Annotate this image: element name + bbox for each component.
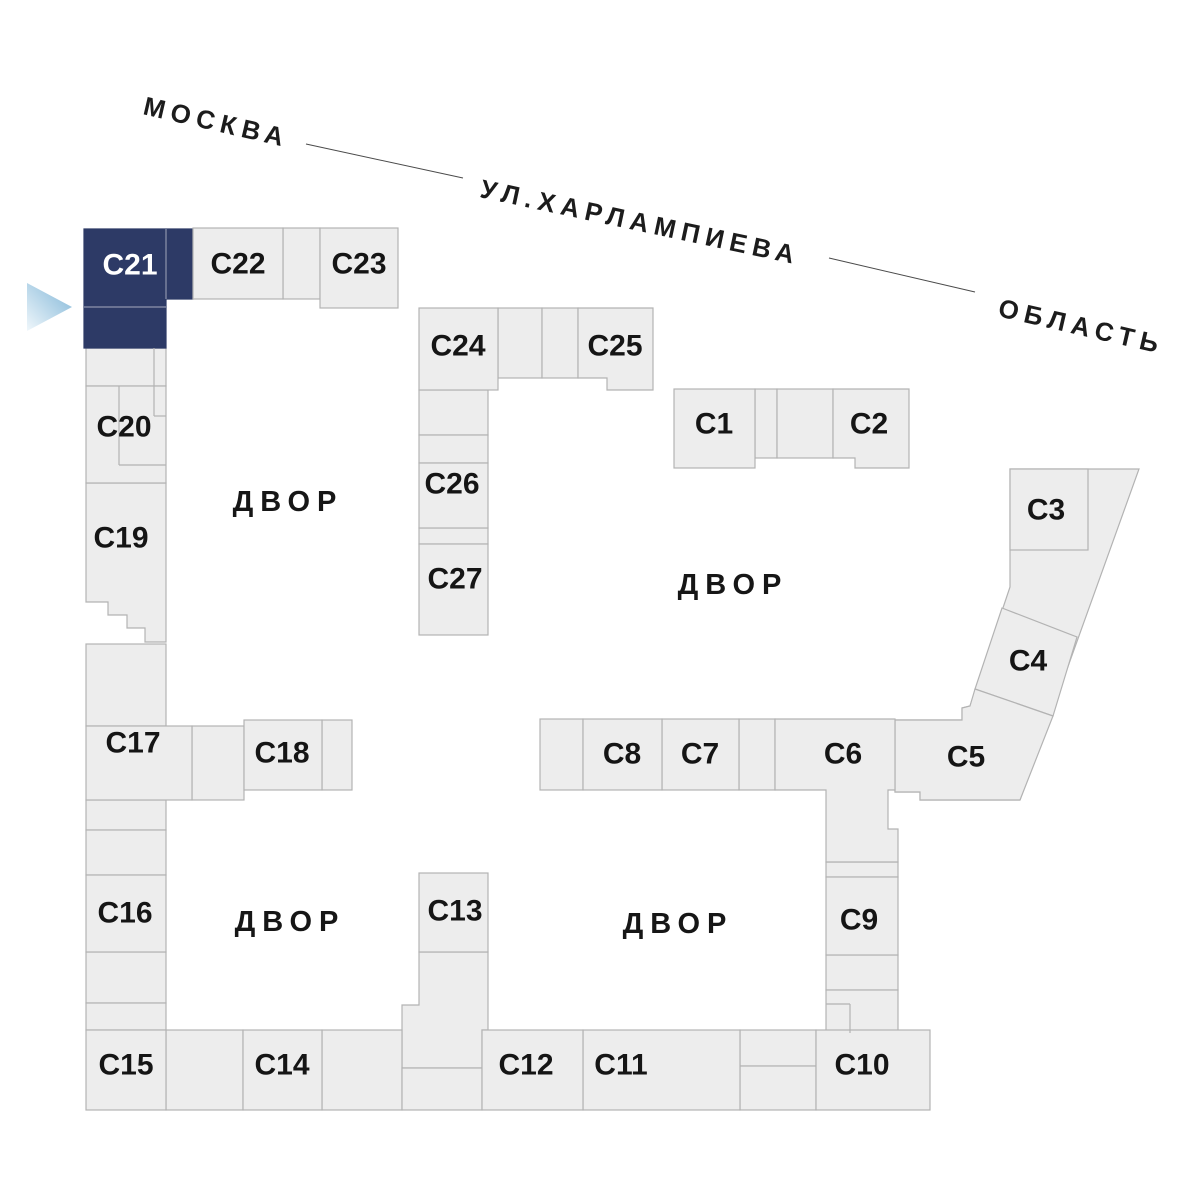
building-c27-shape[interactable]: [418, 543, 489, 636]
building-c15-shape[interactable]: [85, 1029, 167, 1111]
building-segment: [282, 227, 321, 300]
street-line: [828, 257, 976, 293]
building-segment: [85, 829, 167, 876]
building-segment: [825, 954, 899, 991]
c13-column: [401, 951, 489, 1069]
building-segment: [825, 989, 899, 1034]
building-c26-shape[interactable]: [418, 462, 489, 529]
building-c20-shape[interactable]: [85, 385, 167, 484]
layer-segments: [85, 227, 899, 1111]
building-c22-shape[interactable]: [192, 227, 284, 300]
building-c2-shape[interactable]: [832, 388, 910, 469]
building-segment: [754, 388, 778, 459]
building-c7-shape[interactable]: [661, 718, 740, 791]
courtyard-label-2: ДВОР: [678, 569, 789, 601]
building-c24-shape[interactable]: [418, 307, 499, 391]
layer-courtyards: ДВОР ДВОР ДВОР ДВОР: [233, 486, 789, 940]
selected-building-arrow-icon: [27, 283, 72, 331]
layer-dividers: [84, 229, 851, 1033]
building-segment: [191, 725, 245, 801]
building-segment: [539, 718, 584, 791]
building-c19-shape[interactable]: [85, 482, 167, 643]
building-c9-shape[interactable]: [825, 876, 899, 956]
building-c16-shape[interactable]: [85, 874, 167, 953]
building-c13-shape[interactable]: [418, 872, 489, 953]
street-label-3: ОБЛАСТЬ: [996, 293, 1168, 360]
building-segment: [85, 347, 167, 387]
building-c3-shape[interactable]: [1009, 468, 1089, 551]
building-segment: [541, 307, 579, 379]
building-segment: [85, 799, 167, 831]
building-segment: [85, 643, 167, 727]
building-c5-shape[interactable]: [894, 688, 1054, 801]
layer-arrow: [27, 283, 72, 331]
building-segment: [497, 307, 543, 379]
building-segment: [776, 388, 834, 459]
building-segment: [825, 861, 899, 878]
building-segment: [418, 389, 489, 436]
building-c25-shape[interactable]: [577, 307, 654, 391]
layer-street: МОСКВА УЛ.ХАРЛАМПИЕВА ОБЛАСТЬ: [141, 91, 1168, 360]
building-segment: [418, 527, 489, 545]
building-segment: [321, 719, 353, 791]
street-label-2: УЛ.ХАРЛАМПИЕВА: [478, 174, 803, 271]
layer-buildings: [83, 227, 1089, 1111]
building-c1-shape[interactable]: [673, 388, 756, 469]
street-label-1: МОСКВА: [141, 91, 293, 154]
building-segment: [85, 951, 167, 1004]
building-c23-shape[interactable]: [319, 227, 399, 309]
building-c10-shape[interactable]: [815, 1029, 931, 1111]
building-c21-shape[interactable]: [83, 228, 194, 349]
building-segment: [85, 1002, 167, 1031]
building-c14-shape[interactable]: [242, 1029, 323, 1111]
courtyard-label-1: ДВОР: [233, 486, 344, 518]
building-c6-shape[interactable]: [774, 718, 899, 863]
building-segment: [739, 1065, 817, 1111]
building-c11-shape[interactable]: [582, 1029, 741, 1111]
building-segment: [739, 1029, 817, 1067]
building-segment: [401, 1067, 483, 1111]
building-c17-shape[interactable]: [85, 725, 193, 801]
building-c18-shape[interactable]: [243, 719, 323, 791]
street-line: [305, 143, 464, 179]
building-segment: [738, 718, 776, 791]
courtyard-label-3: ДВОР: [235, 906, 346, 938]
building-segment: [418, 434, 489, 464]
building-segment: [165, 1029, 244, 1111]
building-c12-shape[interactable]: [481, 1029, 584, 1111]
building-segment: [321, 1029, 403, 1111]
courtyard-label-4: ДВОР: [623, 908, 734, 940]
building-c8-shape[interactable]: [582, 718, 663, 791]
